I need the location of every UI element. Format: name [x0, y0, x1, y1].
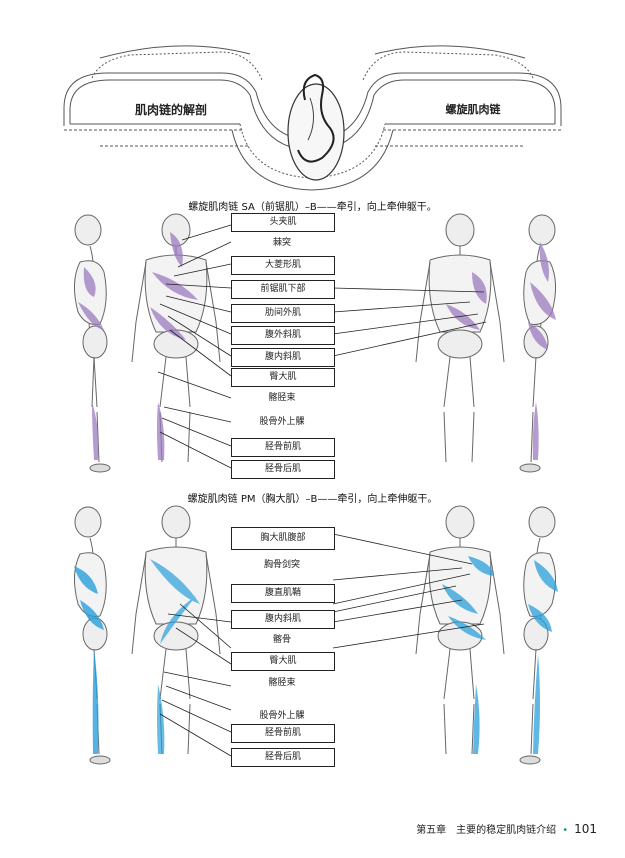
spiral-logo-icon	[287, 73, 345, 181]
sa-muscle-side-left	[78, 267, 104, 460]
skeleton-front	[415, 213, 505, 463]
sa-label-9: 股骨外上髁	[259, 417, 305, 427]
pm-muscle-side-left	[74, 566, 104, 754]
pm-label-7: 股骨外上髁	[259, 711, 305, 721]
sa-label-0: 头夹肌	[231, 213, 335, 232]
section-pm-title: 螺旋肌肉链 PM（胸大肌）–B——牵引，向上牵伸躯干。	[187, 494, 438, 505]
sa-label-11: 胫骨后肌	[231, 460, 335, 479]
sa-label-4: 肋间外肌	[231, 304, 335, 323]
sa-muscle-side-right	[528, 242, 556, 460]
section-pm-figures	[74, 505, 558, 765]
pm-label-5: 臀大肌	[231, 652, 335, 671]
pm-label-1: 胸骨剑突	[263, 560, 300, 570]
footer-chapter: 第五章 主要的稳定肌肉链介绍	[416, 825, 557, 836]
pm-label-8: 胫骨前肌	[231, 724, 335, 743]
sa-label-1: 棘突	[272, 238, 291, 248]
pm-label-6: 髂胫束	[268, 678, 296, 688]
pm-pointer-lines	[159, 533, 485, 757]
sa-label-2: 大菱形肌	[231, 256, 335, 275]
sa-label-10: 胫骨前肌	[231, 438, 335, 457]
pm-label-4: 髂骨	[272, 635, 291, 645]
skeleton-front-pm	[415, 505, 505, 755]
sa-label-8: 髂胫束	[268, 393, 296, 403]
pm-label-2: 腹直肌鞘	[231, 584, 335, 603]
header-left-title: 肌肉链的解剖	[134, 103, 207, 117]
footer-dot-icon: •	[562, 825, 569, 836]
skeleton-side-left-pm	[74, 506, 111, 765]
header-right-title: 螺旋肌肉链	[445, 103, 501, 116]
sa-label-3: 前锯肌下部	[231, 280, 335, 299]
pm-label-0: 胸大肌腹部	[231, 527, 335, 550]
pm-muscle-back	[150, 559, 200, 754]
sa-label-6: 腹内斜肌	[231, 348, 335, 367]
pm-muscle-front	[442, 556, 494, 754]
skeleton-side-left	[74, 214, 111, 473]
header-ornament	[63, 45, 562, 191]
pm-muscle-side-right	[528, 560, 558, 754]
sa-muscle-front	[446, 272, 487, 330]
skeleton-back-pm	[131, 505, 221, 755]
page-number: 101	[574, 822, 597, 836]
section-sa-figures	[74, 213, 556, 473]
sa-pointer-lines	[157, 224, 487, 469]
sa-label-5: 腹外斜肌	[231, 326, 335, 345]
pm-label-9: 胫骨后肌	[231, 748, 335, 767]
section-sa-title: 螺旋肌肉链 SA（前锯肌）–B——牵引，向上牵伸躯干。	[188, 202, 437, 213]
sa-label-7: 臀大肌	[231, 368, 335, 387]
pm-label-3: 腹内斜肌	[231, 610, 335, 629]
sa-muscle-back	[150, 232, 198, 460]
skeleton-back	[131, 213, 221, 463]
page-footer: 第五章 主要的稳定肌肉链介绍 • 101	[416, 821, 597, 836]
